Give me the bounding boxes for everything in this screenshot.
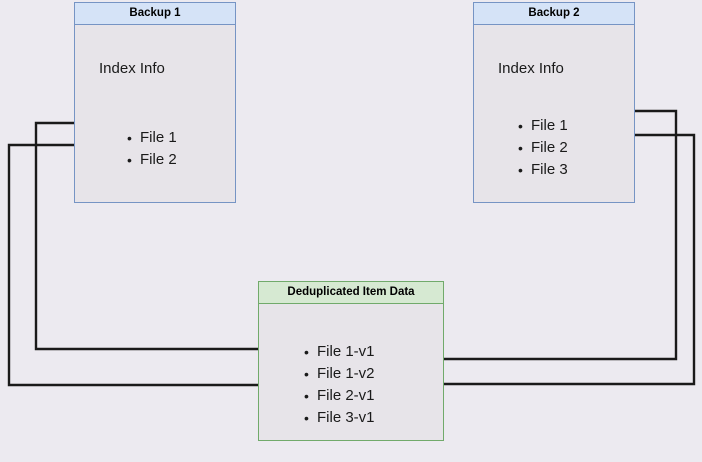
node-backup-2-body: Index Info File 1 File 2 File 3 — [474, 25, 634, 224]
list-item[interactable]: File 3 — [518, 159, 568, 181]
node-backup-1-title: Backup 1 — [75, 3, 235, 25]
diagram-canvas: Backup 1 Index Info File 1 File 2 Backup… — [0, 0, 702, 442]
list-item[interactable]: File 1 — [127, 127, 177, 149]
list-item[interactable]: File 1-v1 — [304, 341, 375, 363]
node-deduplicated-item-data-body: File 1-v1 File 1-v2 File 2-v1 File 3-v1 — [259, 304, 443, 462]
node-backup-2-title: Backup 2 — [474, 3, 634, 25]
node-deduplicated-item-data[interactable]: Deduplicated Item Data File 1-v1 File 1-… — [258, 281, 444, 441]
list-item[interactable]: File 2 — [518, 137, 568, 159]
list-item[interactable]: File 2-v1 — [304, 385, 375, 407]
node-deduplicated-item-data-file-list: File 1-v1 File 1-v2 File 2-v1 File 3-v1 — [304, 341, 375, 429]
node-backup-1-body: Index Info File 1 File 2 — [75, 25, 235, 224]
node-backup-2[interactable]: Backup 2 Index Info File 1 File 2 File 3 — [473, 2, 635, 203]
list-item[interactable]: File 3-v1 — [304, 407, 375, 429]
node-deduplicated-item-data-title: Deduplicated Item Data — [259, 282, 443, 304]
node-backup-1-index-label: Index Info — [99, 60, 165, 77]
node-backup-1[interactable]: Backup 1 Index Info File 1 File 2 — [74, 2, 236, 203]
node-backup-2-index-label: Index Info — [498, 60, 564, 77]
node-backup-1-file-list: File 1 File 2 — [127, 127, 177, 171]
list-item[interactable]: File 2 — [127, 149, 177, 171]
list-item[interactable]: File 1-v2 — [304, 363, 375, 385]
node-backup-2-file-list: File 1 File 2 File 3 — [518, 115, 568, 181]
list-item[interactable]: File 1 — [518, 115, 568, 137]
